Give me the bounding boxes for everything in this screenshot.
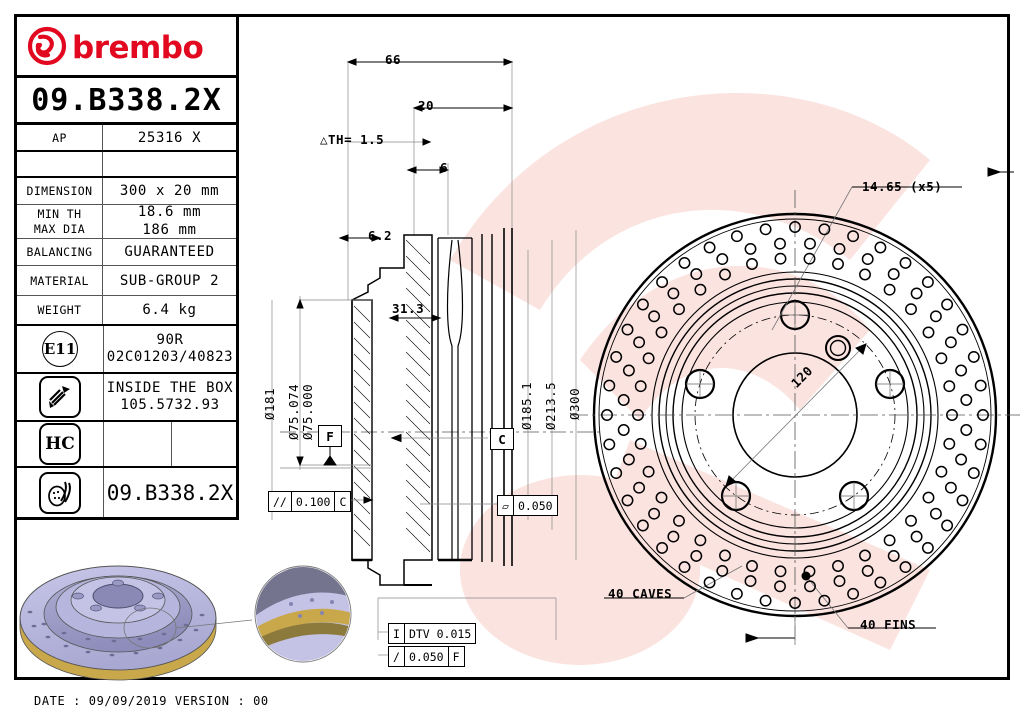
part-number: 09.B338.2X bbox=[31, 82, 222, 118]
max-dia-label: MAX DIA bbox=[33, 221, 86, 236]
part-number-row: 09.B338.2X bbox=[17, 78, 236, 125]
gdt-flatness-symbol: ▱ bbox=[498, 496, 514, 515]
row-ap: AP 25316 X bbox=[17, 125, 236, 152]
empty-label bbox=[17, 152, 103, 176]
gdt-runout-datum: F bbox=[452, 649, 460, 664]
dimension-label: DIMENSION bbox=[17, 178, 103, 204]
min-th-max-dia-label: MIN TH MAX DIA bbox=[17, 205, 103, 238]
e11-icon: E11 bbox=[17, 326, 104, 372]
ap-label: AP bbox=[17, 125, 103, 150]
min-th-max-dia-value: 18.6 mm 186 mm bbox=[103, 204, 236, 238]
dia-75-074: Ø75.074 bbox=[286, 383, 301, 440]
weight-value: 6.4 kg bbox=[142, 302, 197, 318]
homologation-value: 90R 02C01203/40823 bbox=[104, 326, 236, 372]
dim-66: 66 bbox=[385, 52, 402, 67]
footer-text: DATE : 09/09/2019 VERSION : 00 bbox=[34, 694, 269, 708]
hole-callout: 14.65 (x5) bbox=[862, 179, 943, 194]
row-dimension: DIMENSION 300 x 20 mm bbox=[17, 178, 236, 205]
datum-c-box: C bbox=[490, 428, 514, 450]
dia-213-5: Ø213.5 bbox=[543, 381, 558, 430]
screw-glyph bbox=[39, 376, 81, 418]
dia-75-000: Ø75.000 bbox=[300, 383, 315, 440]
empty-value bbox=[103, 152, 236, 176]
balancing-label: BALANCING bbox=[17, 239, 103, 265]
hc-cell-a bbox=[104, 422, 172, 466]
weight-label: WEIGHT bbox=[17, 296, 103, 324]
dia-181: Ø181 bbox=[262, 387, 277, 420]
homologation-line2: 02C01203/40823 bbox=[106, 349, 234, 365]
brembo-logo: brembo bbox=[27, 26, 203, 66]
row-weight: WEIGHT 6.4 kg bbox=[17, 296, 236, 326]
gdt-runout-value: 0.050 bbox=[405, 647, 449, 666]
screw-value: INSIDE THE BOX 105.5732.93 bbox=[104, 374, 236, 420]
row-hc: HC bbox=[17, 422, 236, 468]
hc-icon: HC bbox=[17, 422, 104, 466]
gdt-parallelism: // 0.100 C bbox=[268, 491, 352, 512]
balancing-value: GUARANTEED bbox=[124, 244, 215, 260]
ap-value: 25316 X bbox=[137, 129, 202, 146]
gdt-flatness-value: 0.050 bbox=[517, 498, 553, 513]
svg-text:brembo: brembo bbox=[72, 30, 203, 66]
row-balancing: BALANCING GUARANTEED bbox=[17, 239, 236, 266]
row-homologation: E11 90R 02C01203/40823 bbox=[17, 326, 236, 374]
gdt-dtv-symbol: I bbox=[389, 624, 405, 643]
e11-label: E11 bbox=[42, 331, 78, 367]
brand-logo-row: brembo bbox=[17, 17, 236, 78]
gdt-runout: / 0.050 F bbox=[388, 646, 465, 667]
dim-6: 6 bbox=[440, 160, 449, 175]
gdt-parallelism-value: 0.100 bbox=[292, 492, 336, 511]
gdt-dtv-value: DTV 0.015 bbox=[408, 626, 472, 641]
dim-6-2: 6.2 bbox=[368, 228, 393, 243]
datum-f-box: F bbox=[318, 425, 342, 447]
material-value: SUB-GROUP 2 bbox=[119, 272, 220, 289]
max-dia-value: 186 mm bbox=[142, 221, 197, 238]
dimension-value: 300 x 20 mm bbox=[119, 183, 220, 199]
sheet-border bbox=[14, 14, 1010, 680]
row-empty bbox=[17, 152, 236, 178]
homologation-line1: 90R bbox=[156, 331, 184, 348]
min-th-value: 18.6 mm bbox=[137, 204, 202, 221]
gdt-dtv: I DTV 0.015 bbox=[388, 623, 477, 644]
row-disc: 09.B338.2X bbox=[17, 468, 236, 520]
screw-line2: 105.5732.93 bbox=[120, 397, 220, 413]
dim-31-3: 31.3 bbox=[392, 301, 425, 316]
row-material: MATERIAL SUB-GROUP 2 bbox=[17, 266, 236, 296]
caves-callout: 40 CAVES bbox=[608, 586, 673, 601]
hc-label: HC bbox=[39, 423, 81, 465]
dia-300: Ø300 bbox=[567, 387, 582, 420]
disc-part-number: 09.B338.2X bbox=[106, 480, 234, 505]
row-min-th-max-dia: MIN TH MAX DIA 18.6 mm 186 mm bbox=[17, 204, 236, 239]
screw-icon bbox=[17, 374, 104, 420]
dim-th: △TH= 1.5 bbox=[320, 132, 385, 147]
material-label: MATERIAL bbox=[17, 266, 103, 295]
disc-icon bbox=[17, 468, 104, 517]
gdt-flatness: ▱ 0.050 bbox=[497, 495, 558, 516]
dim-20: 20 bbox=[418, 98, 435, 113]
dia-185-1: Ø185.1 bbox=[519, 381, 534, 430]
screw-line1: INSIDE THE BOX bbox=[106, 379, 234, 396]
disc-glyph bbox=[39, 471, 81, 514]
gdt-runout-symbol: / bbox=[389, 647, 405, 666]
gdt-parallelism-symbol: // bbox=[269, 492, 292, 511]
gdt-parallelism-datum: C bbox=[339, 494, 347, 509]
row-screw: INSIDE THE BOX 105.5732.93 bbox=[17, 374, 236, 422]
hc-cell-b bbox=[172, 422, 236, 466]
title-block: brembo 09.B338.2X AP 25316 X DIMENSION 3… bbox=[17, 17, 239, 520]
fins-callout: 40 FINS bbox=[860, 617, 917, 632]
min-th-label: MIN TH bbox=[37, 207, 82, 222]
